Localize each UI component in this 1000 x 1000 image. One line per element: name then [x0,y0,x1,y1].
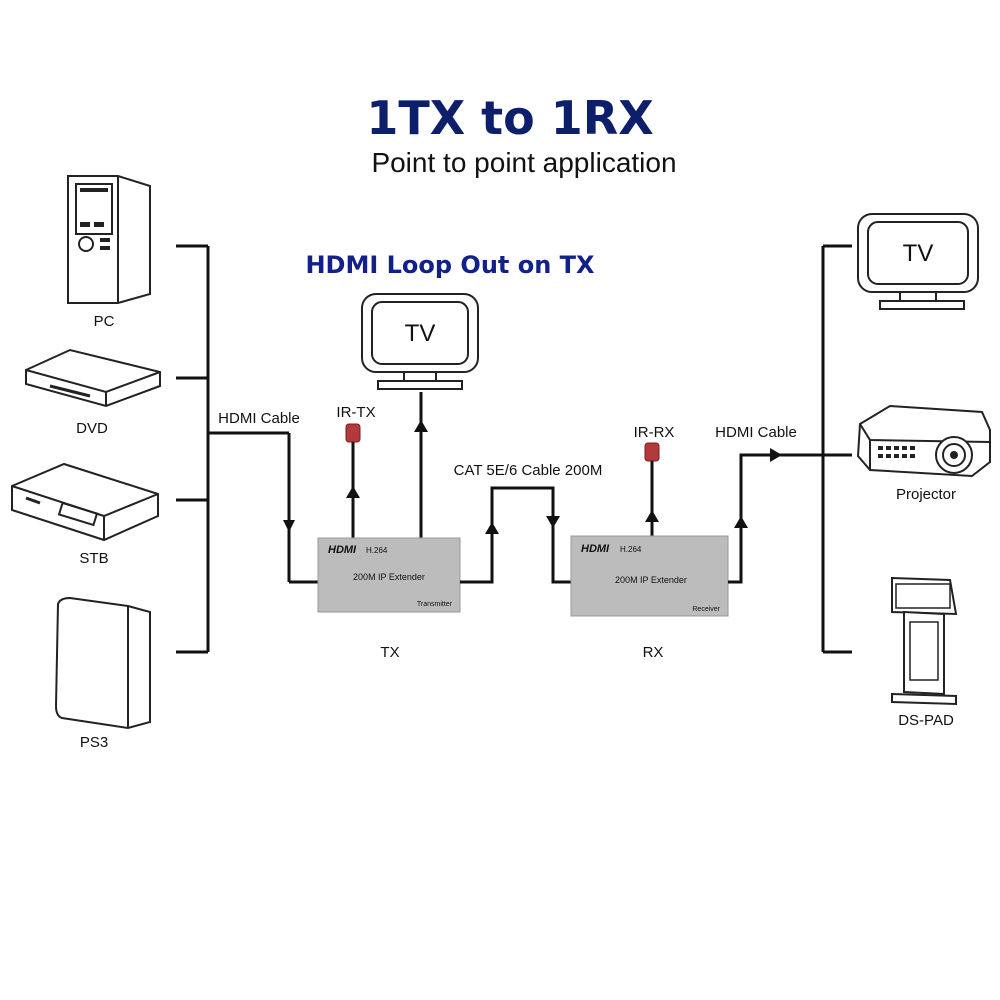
ir-rx-label: IR-RX [634,424,675,441]
tx-extender: HDMI H.264 200M IP Extender Transmitter [317,537,461,613]
ir-rx-sensor-icon [644,442,660,462]
loop-out-label: HDMI Loop Out on TX [305,251,595,279]
source-label-ps3: PS3 [80,734,108,751]
tx-role: Transmitter [417,601,453,608]
page-title: 1TX to 1RX [366,91,653,145]
output-tv-text: TV [903,240,934,267]
page-subtitle: Point to point application [371,147,676,178]
tx-hdmi-logo: HDMI [328,544,357,556]
rx-codec: H.264 [620,545,642,554]
hdmi-cable-in-label: HDMI Cable [218,410,300,427]
source-label-stb: STB [79,550,108,567]
output-tv-icon [857,213,979,310]
loop-out-arrow [414,420,428,432]
display-label-projector: Projector [896,486,956,503]
pc-icon [67,175,151,304]
hdmi-cable-out-label: HDMI Cable [715,424,797,441]
ds-pad-kiosk-icon [891,576,958,706]
projector-icon [856,404,991,478]
rx-hdmi-logo: HDMI [581,543,610,555]
display-label-ds-pad: DS-PAD [898,712,954,729]
tx-codec: H.264 [366,546,388,555]
ir-tx-sensor-icon [345,423,361,443]
ir-tx-label: IR-TX [336,404,375,421]
rx-extender: HDMI H.264 200M IP Extender Receiver [570,535,729,617]
input-bus-lines [176,244,320,654]
rx-model: 200M IP Extender [615,575,687,585]
set-top-box-icon [11,462,159,542]
ir-rx-arrow [645,510,659,522]
source-label-dvd: DVD [76,420,108,437]
source-label-pc: PC [94,313,115,330]
rx-label: RX [643,644,664,661]
ir-tx-arrow [346,486,360,498]
loop-tv-icon [361,293,479,390]
loop-tv-text: TV [405,320,436,347]
cat-cable-label: CAT 5E/6 Cable 200M [454,462,603,479]
rx-role: Receiver [692,606,720,613]
cat-cable-line [460,486,572,584]
tx-label: TX [380,644,399,661]
ps3-console-icon [54,596,151,730]
output-bus-lines [728,244,852,654]
dvd-player-icon [25,348,161,408]
tx-model: 200M IP Extender [353,572,425,582]
